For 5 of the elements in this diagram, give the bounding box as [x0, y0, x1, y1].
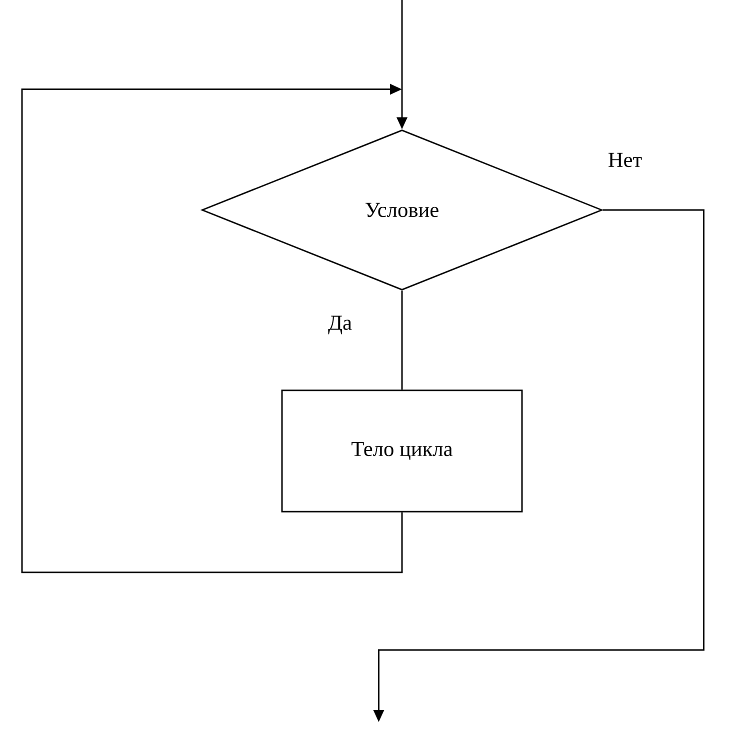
edge-label: Нет [606, 152, 644, 168]
connector-line [401, 290, 403, 390]
arrow [21, 84, 403, 574]
edge-label: Да [326, 314, 354, 336]
process-box: Тело цикла [281, 390, 523, 512]
